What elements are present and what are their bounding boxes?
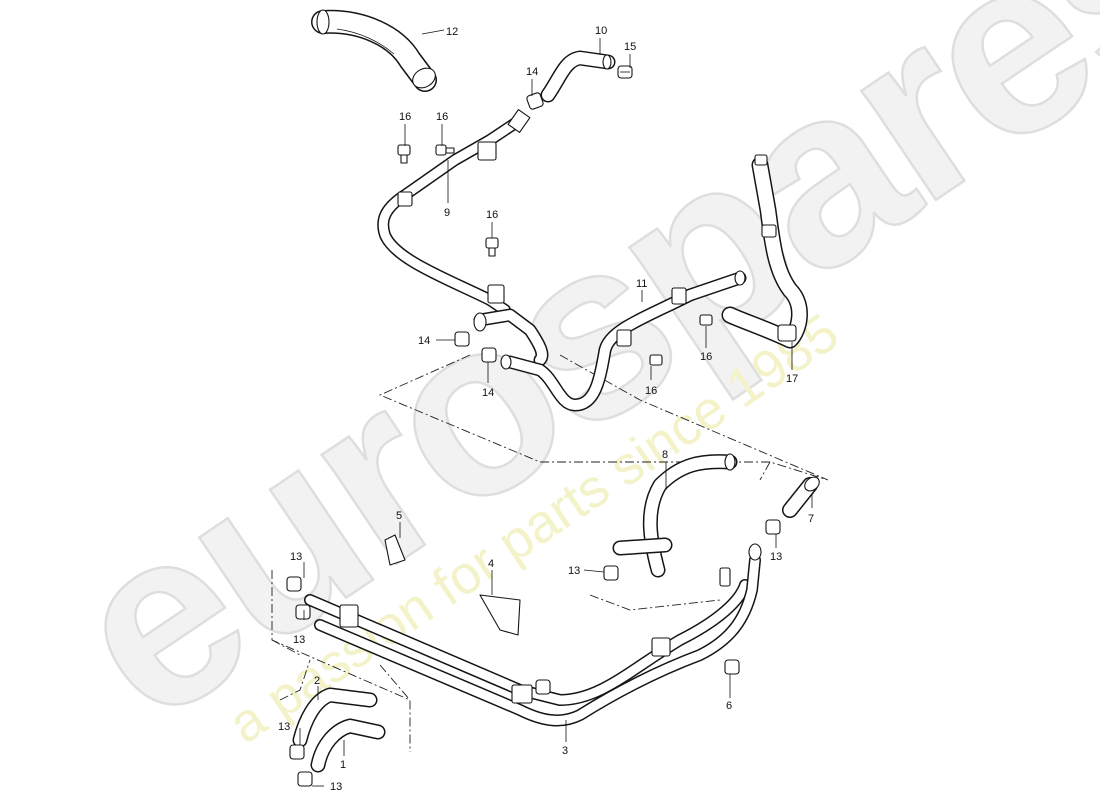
callout-16-b: 16 xyxy=(436,111,448,123)
callout-12: 12 xyxy=(446,26,458,38)
clamp-13-d xyxy=(297,771,313,787)
clamp-14-left xyxy=(454,331,470,347)
callout-13-d: 13 xyxy=(330,781,342,793)
clamp-14-top xyxy=(526,92,544,110)
callout-13-c: 13 xyxy=(278,721,290,733)
hose-2 xyxy=(292,687,378,748)
callout-14-top: 14 xyxy=(526,66,538,78)
callout-4: 4 xyxy=(488,558,494,570)
pipe-9 xyxy=(377,109,531,316)
hose-12 xyxy=(311,9,437,92)
callout-13-a: 13 xyxy=(290,551,302,563)
callout-leaders xyxy=(299,29,813,787)
hose-10 xyxy=(540,50,616,103)
callout-1: 1 xyxy=(340,759,346,771)
callout-13-f: 13 xyxy=(770,551,782,563)
callout-17: 17 xyxy=(786,373,798,385)
bolt-16-b xyxy=(435,144,455,156)
clamp-13-c xyxy=(289,744,305,760)
callout-13-e: 13 xyxy=(568,565,580,577)
callout-16-a: 16 xyxy=(399,111,411,123)
clamp-13-e xyxy=(603,565,619,581)
bracket-4 xyxy=(479,594,521,636)
clamp-13-b xyxy=(295,604,311,620)
bolt-16-d xyxy=(649,354,663,366)
callout-11: 11 xyxy=(636,278,647,290)
bolt-16-e xyxy=(699,314,713,326)
callout-9: 9 xyxy=(444,207,450,219)
clamp-13-a xyxy=(286,576,302,592)
clip-6 xyxy=(724,659,740,675)
callout-3: 3 xyxy=(562,745,568,757)
callout-13-b: 13 xyxy=(293,634,305,646)
bolt-16-a xyxy=(397,144,411,164)
clamp-13-f xyxy=(765,519,781,535)
callout-16-d: 16 xyxy=(645,385,657,397)
callout-15: 15 xyxy=(624,41,636,53)
bracket-5 xyxy=(384,534,406,566)
assembly-guide-lines xyxy=(271,354,829,752)
callout-labels: 12 10 15 14 16 16 9 16 11 14 14 16 16 17… xyxy=(278,25,814,793)
hose-17 xyxy=(721,154,808,349)
hose-1 xyxy=(310,718,386,773)
callout-16-c: 16 xyxy=(486,209,498,221)
callout-7: 7 xyxy=(808,513,814,525)
callout-8: 8 xyxy=(662,449,668,461)
hose-7 xyxy=(782,476,820,518)
callout-14-lower: 14 xyxy=(482,387,494,399)
pipe-11 xyxy=(473,270,747,412)
callout-6: 6 xyxy=(726,700,732,712)
clamp-14-lower xyxy=(481,347,497,363)
callout-2: 2 xyxy=(314,675,320,687)
callout-14-left: 14 xyxy=(418,335,430,347)
pipe-3 xyxy=(304,543,762,727)
callout-5: 5 xyxy=(396,510,402,522)
hose-8 xyxy=(612,453,738,578)
clamp-15 xyxy=(617,65,633,79)
callout-16-e: 16 xyxy=(700,351,712,363)
callout-10: 10 xyxy=(595,25,607,37)
